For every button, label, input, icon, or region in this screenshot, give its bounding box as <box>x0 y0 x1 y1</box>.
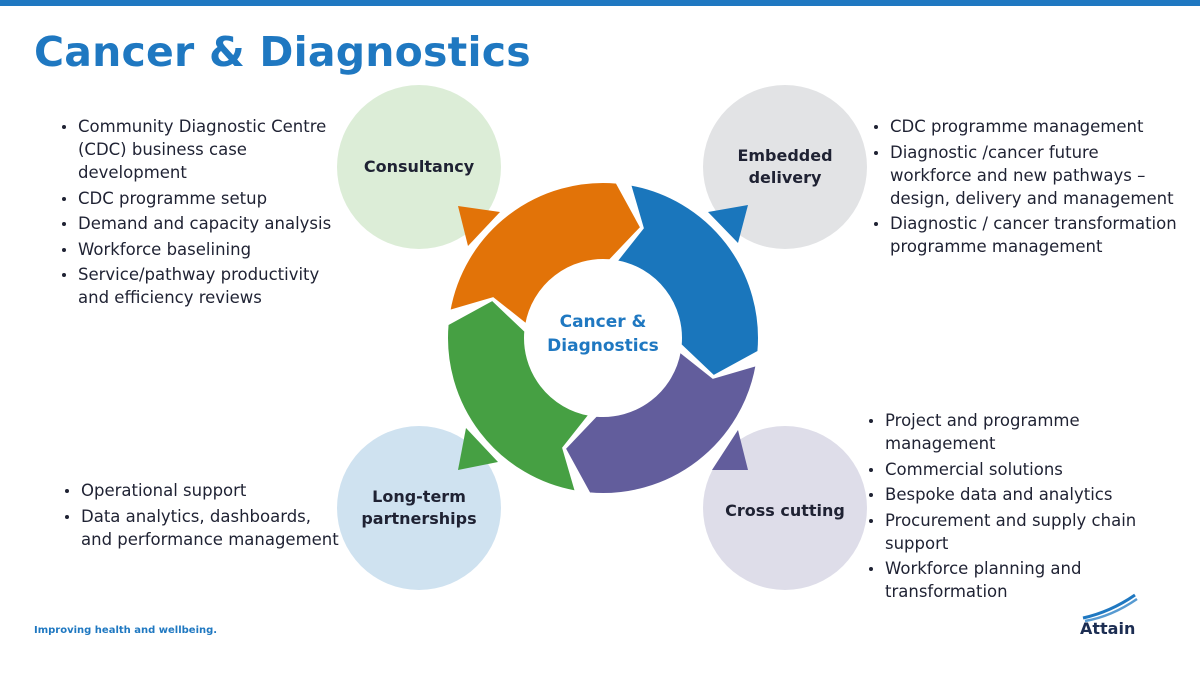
center-hub <box>525 260 681 416</box>
pointer-long-term-partnerships-icon <box>458 428 498 470</box>
attain-logo-text: Attain <box>1080 619 1136 638</box>
cross-cutting-list: Project and programme management Commerc… <box>863 409 1173 606</box>
list-item: Commercial solutions <box>863 458 1173 481</box>
list-item: Operational support <box>59 479 339 502</box>
footer-tagline: Improving health and wellbeing. <box>34 625 218 636</box>
pointer-embedded-delivery-icon <box>708 205 748 243</box>
long-term-partnerships-list: Operational support Data analytics, dash… <box>59 479 339 553</box>
long-term-partnerships-label-line1: Long-term <box>372 487 466 506</box>
pointer-cross-cutting-icon <box>712 430 748 470</box>
center-label: Cancer & Diagnostics <box>528 310 678 358</box>
page-title: Cancer & Diagnostics <box>34 28 531 76</box>
center-label-line2: Diagnostics <box>547 336 659 356</box>
list-item: Service/pathway productivity and efficie… <box>56 263 346 309</box>
embedded-delivery-label-line1: Embedded <box>737 146 833 165</box>
long-term-partnerships-label: Long-term partnerships <box>361 486 476 530</box>
consultancy-list: Community Diagnostic Centre (CDC) busine… <box>56 115 346 312</box>
center-label-line1: Cancer & <box>559 312 647 332</box>
list-item: Workforce baselining <box>56 238 346 261</box>
list-item: CDC programme setup <box>56 187 346 210</box>
list-item: Workforce planning and transformation <box>863 557 1173 603</box>
list-item: Project and programme management <box>863 409 1173 455</box>
embedded-delivery-label-line2: delivery <box>748 168 822 187</box>
list-item: CDC programme management <box>868 115 1178 138</box>
list-item: Community Diagnostic Centre (CDC) busine… <box>56 115 346 184</box>
cross-cutting-label: Cross cutting <box>725 501 845 520</box>
pointer-consultancy-icon <box>458 206 500 246</box>
top-accent-bar <box>0 0 1200 6</box>
list-item: Data analytics, dashboards, and performa… <box>59 505 339 551</box>
list-item: Diagnostic / cancer transformation progr… <box>868 212 1178 258</box>
embedded-delivery-list: CDC programme management Diagnostic /can… <box>868 115 1178 261</box>
list-item: Diagnostic /cancer future workforce and … <box>868 141 1178 210</box>
list-item: Demand and capacity analysis <box>56 212 346 235</box>
attain-logo-swoosh-icon <box>1082 593 1138 623</box>
list-item: Bespoke data and analytics <box>863 483 1173 506</box>
list-item: Procurement and supply chain support <box>863 509 1173 555</box>
long-term-partnerships-label-line2: partnerships <box>361 509 477 528</box>
consultancy-label: Consultancy <box>363 157 475 176</box>
embedded-delivery-label: Embedded delivery <box>737 145 832 189</box>
